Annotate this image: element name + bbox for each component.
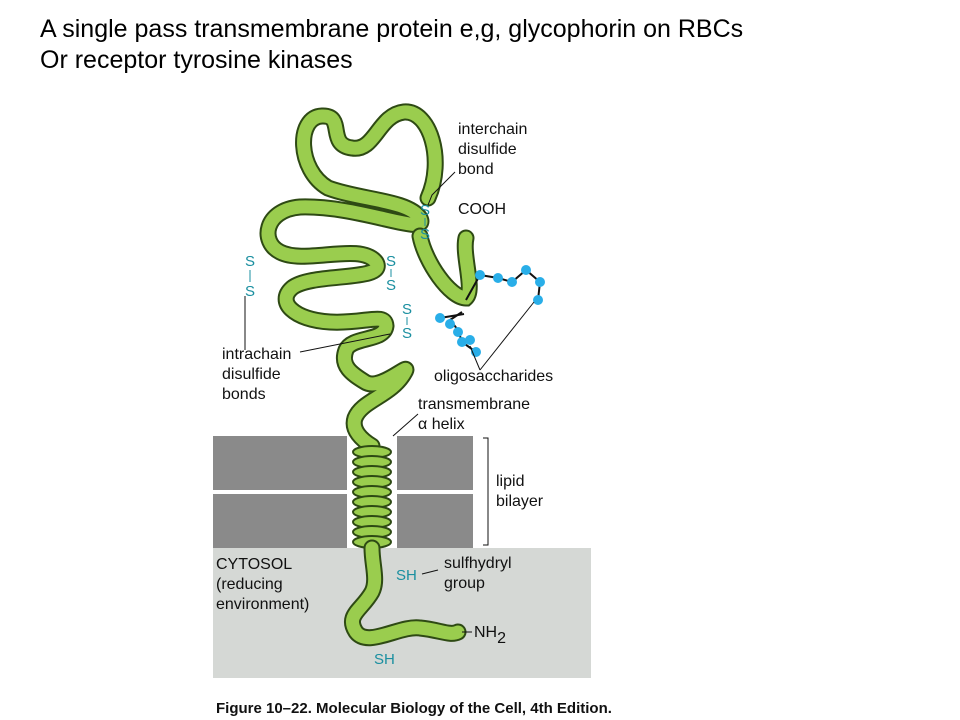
label-nh2: NH2 <box>474 624 506 647</box>
label-lipid-bilayer: bilayer <box>496 493 544 510</box>
slide-title: A single pass transmembrane protein e,g,… <box>40 14 743 76</box>
s-letter: S <box>245 283 255 300</box>
leader-lines <box>244 171 535 633</box>
label-cooh: COOH <box>458 201 506 218</box>
label-transmembrane: α helix <box>418 416 465 433</box>
label-interchain: bond <box>458 161 494 178</box>
transmembrane-helix <box>352 445 392 549</box>
label-nh2-sub: 2 <box>497 630 506 647</box>
label-sulfhydryl: group <box>444 575 485 592</box>
annotation-labels: interchain disulfide bond COOH intrachai… <box>216 121 553 668</box>
label-cytosol: (reducing <box>216 576 283 593</box>
label-sh: SH <box>396 567 417 584</box>
label-cytosol: CYTOSOL <box>216 556 292 573</box>
oligosaccharide-chains <box>435 265 545 357</box>
disulfide-bond-markers: S S S S S S S S <box>245 202 430 342</box>
label-lipid-bilayer: lipid <box>496 473 524 490</box>
s-letter: S <box>245 253 255 270</box>
label-intrachain: bonds <box>222 386 266 403</box>
label-transmembrane: transmembrane <box>418 396 530 413</box>
s-letter: S <box>386 277 396 294</box>
label-interchain: interchain <box>458 121 527 138</box>
s-letter: S <box>386 253 396 270</box>
label-interchain: disulfide <box>458 141 517 158</box>
label-intrachain: intrachain <box>222 346 291 363</box>
s-letter: S <box>420 226 430 243</box>
s-letter: S <box>402 325 412 342</box>
title-line-2: Or receptor tyrosine kinases <box>40 46 353 74</box>
label-oligosaccharides: oligosaccharides <box>434 368 553 385</box>
label-nh2-main: NH <box>474 624 497 641</box>
title-line-1: A single pass transmembrane protein e,g,… <box>40 15 744 43</box>
label-intrachain: disulfide <box>222 366 281 383</box>
s-letter: S <box>420 202 430 219</box>
figure-caption: Figure 10–22. Molecular Biology of the C… <box>216 700 612 717</box>
label-cytosol: environment) <box>216 596 309 613</box>
cytosol-region <box>213 548 591 678</box>
s-letter: S <box>402 301 412 318</box>
label-sh: SH <box>374 651 395 668</box>
lipid-bilayer <box>213 436 473 548</box>
label-sulfhydryl: sulfhydryl <box>444 555 512 572</box>
